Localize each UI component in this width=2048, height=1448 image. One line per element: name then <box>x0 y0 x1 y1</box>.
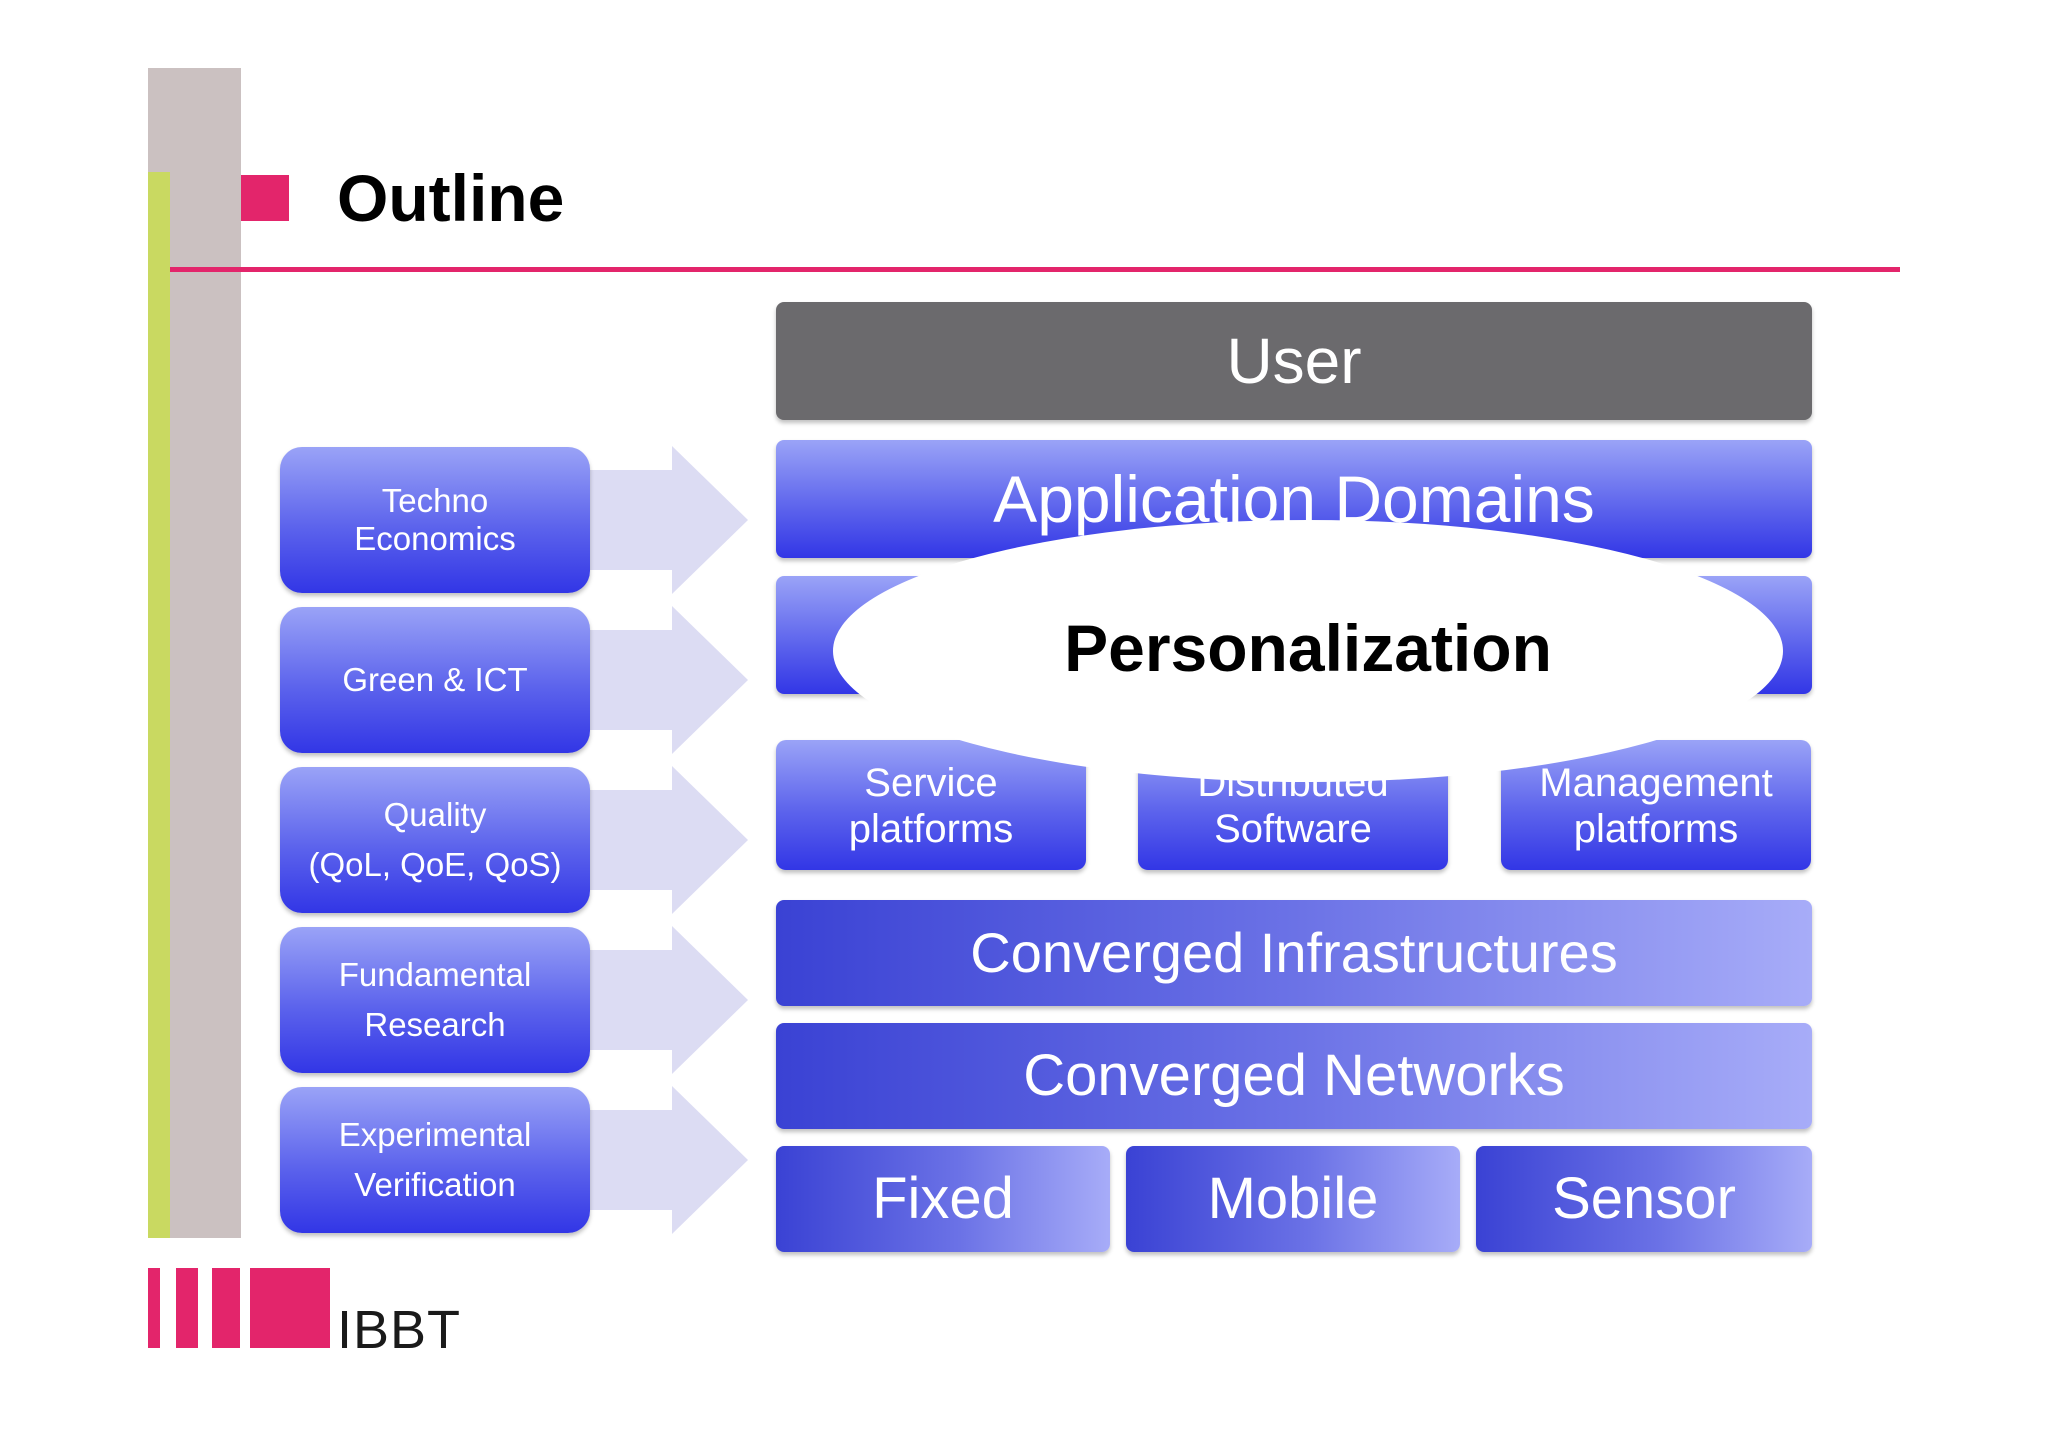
box-label: (QoL, QoE, QoS) <box>308 846 562 883</box>
side-bar-green <box>148 172 170 1238</box>
personalization-label: Personalization <box>1064 611 1552 685</box>
arrow-right-icon <box>590 926 748 1074</box>
layer-converged-networks: Converged Networks <box>776 1023 1812 1129</box>
box-label: Quality <box>383 796 487 833</box>
box-quality: Quality (QoL, QoE, QoS) <box>280 767 590 913</box>
layer-label: Service <box>864 761 998 805</box>
arrow-right-icon <box>590 606 748 754</box>
layer-sensor: Sensor <box>1476 1146 1812 1252</box>
logo-bar <box>148 1268 160 1348</box>
layer-user: User <box>776 302 1812 420</box>
logo-text: IBBT <box>337 1300 462 1360</box>
title-underline <box>170 267 1900 272</box>
layer-application-domains: Application Domains <box>776 440 1812 558</box>
box-label: Experimental <box>338 1116 532 1153</box>
box-fundamental-research: Fundamental Research <box>280 927 590 1073</box>
box-label: Verification <box>354 1166 516 1203</box>
layer-label: platforms <box>848 807 1014 851</box>
personalization-ellipse <box>833 520 1783 782</box>
layer-fixed: Fixed <box>776 1146 1110 1252</box>
box-green-ict: Green & ICT <box>280 607 590 753</box>
arrow-right-icon <box>590 1086 748 1234</box>
logo-bar <box>176 1268 198 1348</box>
layer-label: platforms <box>1573 807 1739 851</box>
logo-bar <box>212 1268 240 1348</box>
slide-title: Outline <box>337 161 565 235</box>
box-label: Research <box>364 1006 506 1043</box>
arrow-right-icon <box>590 766 748 914</box>
layer-mobile: Mobile <box>1126 1146 1460 1252</box>
layer-label: Management <box>1539 761 1773 805</box>
box-experimental-verification: Experimental Verification <box>280 1087 590 1233</box>
box-label: Fundamental <box>338 956 532 993</box>
logo-bar <box>250 1268 330 1348</box>
layer-converged-infrastructures: Converged Infrastructures <box>776 900 1812 1006</box>
layer-service-platforms: Service platforms <box>776 740 1086 870</box>
title-bullet-square <box>241 175 289 221</box>
box-techno-economics: Techno Economics <box>280 447 590 593</box>
box-label: Green & ICT <box>342 661 528 698</box>
layer-label: Software <box>1214 807 1372 851</box>
box-label: Techno <box>381 482 489 519</box>
arrow-right-icon <box>590 446 748 594</box>
box-label: Economics <box>354 520 516 557</box>
